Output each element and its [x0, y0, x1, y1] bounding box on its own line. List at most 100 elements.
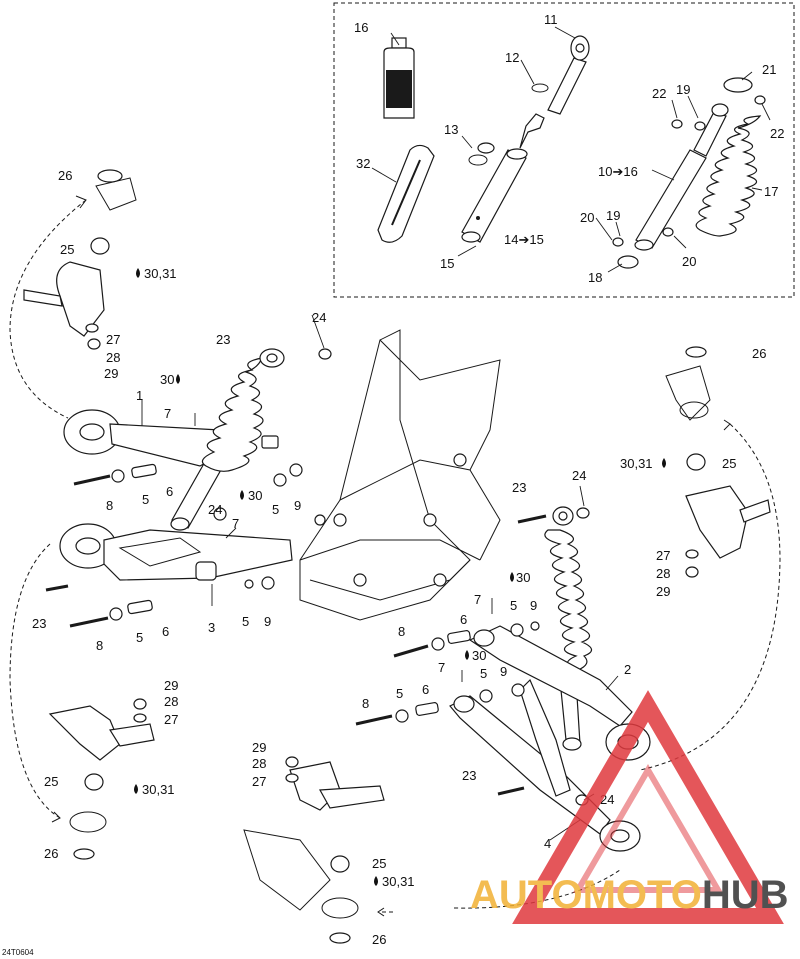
callout-29a: 29	[104, 366, 118, 381]
shock-with-spring	[612, 77, 766, 269]
callout-12: 12	[505, 50, 519, 65]
shock-left	[170, 348, 332, 531]
callouts: 16 11 12 21 22 19 22 13 32 10➔16 17 20 1…	[2, 12, 784, 957]
callout-28b: 28	[656, 566, 670, 581]
callout-5c: 5	[242, 614, 249, 629]
callout-11: 11	[544, 12, 558, 27]
callout-30-31c: 30,31	[142, 782, 175, 797]
watermark-text-dark: HUB	[702, 873, 789, 917]
callout-28c: 28	[164, 694, 178, 709]
callout-8a: 8	[106, 498, 113, 513]
callout-10-16: 10➔16	[598, 164, 638, 179]
reference-code: 24T0604	[2, 948, 34, 957]
callout-7b: 7	[232, 516, 239, 531]
callout-8b: 8	[96, 638, 103, 653]
callout-5d: 5	[136, 630, 143, 645]
callout-30-31d: 30,31	[382, 874, 415, 889]
callout-23d: 23	[462, 768, 476, 783]
knuckle-left-top	[23, 169, 137, 350]
callout-8c: 8	[398, 624, 405, 639]
callout-14-15: 14➔15	[504, 232, 544, 247]
callout-17: 17	[764, 184, 778, 199]
callout-7d: 7	[438, 660, 445, 675]
watermark-text: AUTOMOTOHUB	[470, 873, 789, 917]
callout-30a: 30	[160, 372, 174, 387]
callout-5b: 5	[272, 502, 279, 517]
callout-7c: 7	[474, 592, 481, 607]
callout-16: 16	[354, 20, 368, 35]
callout-5f: 5	[480, 666, 487, 681]
oil-bottle	[383, 37, 415, 119]
callout-1: 1	[136, 388, 143, 403]
shock-tool	[377, 144, 435, 243]
callout-25b: 25	[722, 456, 736, 471]
callout-8d: 8	[362, 696, 369, 711]
callout-5e: 5	[510, 598, 517, 613]
callout-6d: 6	[422, 682, 429, 697]
callout-24a: 24	[312, 310, 326, 325]
callout-30-31a: 30,31	[144, 266, 177, 281]
callout-30c: 30	[516, 570, 530, 585]
callout-30b: 30	[248, 488, 262, 503]
callout-32: 32	[356, 156, 370, 171]
callout-29d: 29	[252, 740, 266, 755]
callout-13: 13	[444, 122, 458, 137]
coil-spring	[695, 115, 762, 237]
callout-6b: 6	[162, 624, 169, 639]
callout-21: 21	[762, 62, 776, 77]
shock-body	[461, 35, 590, 243]
callout-26c: 26	[44, 846, 58, 861]
watermark-text-colored: AUTOMOTO	[470, 873, 702, 917]
callout-19a: 19	[676, 82, 690, 97]
callout-29b: 29	[656, 584, 670, 599]
callout-22b: 22	[770, 126, 784, 141]
callout-25d: 25	[372, 856, 386, 871]
callout-5g: 5	[396, 686, 403, 701]
callout-9c: 9	[530, 598, 537, 613]
callout-27b: 27	[656, 548, 670, 563]
inset-detail-box	[333, 2, 795, 298]
drop-icons	[134, 268, 666, 886]
callout-3: 3	[208, 620, 215, 635]
callout-9b: 9	[264, 614, 271, 629]
hardware-left-lower	[45, 463, 303, 628]
inset-leaders	[371, 26, 771, 273]
callout-18: 18	[588, 270, 602, 285]
callout-25a: 25	[60, 242, 74, 257]
callout-20b: 20	[682, 254, 696, 269]
automotohub-watermark: AUTOMOTOHUB	[470, 690, 789, 924]
hardware-right	[355, 514, 589, 806]
callout-26b: 26	[752, 346, 766, 361]
callout-26d: 26	[372, 932, 386, 947]
knuckle-right-top	[665, 346, 771, 578]
shock-right	[544, 506, 593, 751]
callout-24c: 24	[572, 468, 586, 483]
callout-5a: 5	[142, 492, 149, 507]
callout-23b: 23	[32, 616, 46, 631]
knuckle-bottom-middle	[243, 756, 385, 944]
hardware-left-upper	[73, 463, 157, 486]
callout-29c: 29	[164, 678, 178, 693]
routing-arrows	[9, 195, 781, 917]
callout-27d: 27	[252, 774, 266, 789]
callout-2: 2	[624, 662, 631, 677]
callout-23c: 23	[512, 480, 526, 495]
frame	[299, 329, 501, 621]
callout-30d: 30	[472, 648, 486, 663]
callout-30-31b: 30,31	[620, 456, 653, 471]
upper-a-arm-left	[63, 409, 233, 467]
callout-6c: 6	[460, 612, 467, 627]
callout-28d: 28	[252, 756, 266, 771]
callout-19b: 19	[606, 208, 620, 223]
callout-20a: 20	[580, 210, 594, 225]
callout-26a: 26	[58, 168, 72, 183]
lower-a-arm-left	[59, 523, 293, 581]
callout-25c: 25	[44, 774, 58, 789]
callout-9a: 9	[294, 498, 301, 513]
callout-7a: 7	[164, 406, 171, 421]
callout-9d: 9	[500, 664, 507, 679]
callout-24b: 24	[208, 502, 222, 517]
callout-4: 4	[544, 836, 551, 851]
